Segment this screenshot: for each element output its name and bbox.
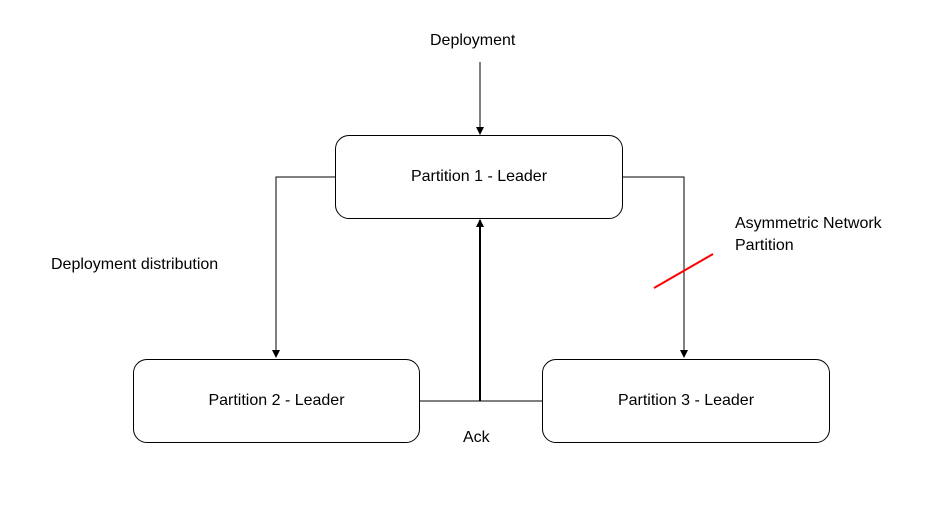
deployment-label: Deployment — [430, 32, 516, 49]
ack-label: Ack — [463, 429, 490, 446]
distribution-arrow-to-partition-3 — [623, 176, 688, 358]
partition-2-label: Partition 2 - Leader — [208, 392, 345, 409]
partition-3-label: Partition 3 - Leader — [617, 392, 755, 409]
network-partition-mark — [653, 253, 714, 289]
partition-1-label: Partition 1 - Leader — [410, 168, 548, 185]
partition-2-leader-box: Partition 2 - Leader — [133, 359, 420, 443]
partition-3-leader-box: Partition 3 - Leader — [542, 359, 830, 443]
partition-1-leader-box: Partition 1 - Leader — [335, 135, 623, 219]
distribution-arrow-to-partition-2 — [272, 176, 335, 358]
deployment-distribution-label: Deployment distribution — [51, 256, 219, 273]
network-partition-label-line-1: Asymmetric Network — [735, 215, 882, 232]
network-partition-label-line-2: Partition — [735, 237, 794, 254]
